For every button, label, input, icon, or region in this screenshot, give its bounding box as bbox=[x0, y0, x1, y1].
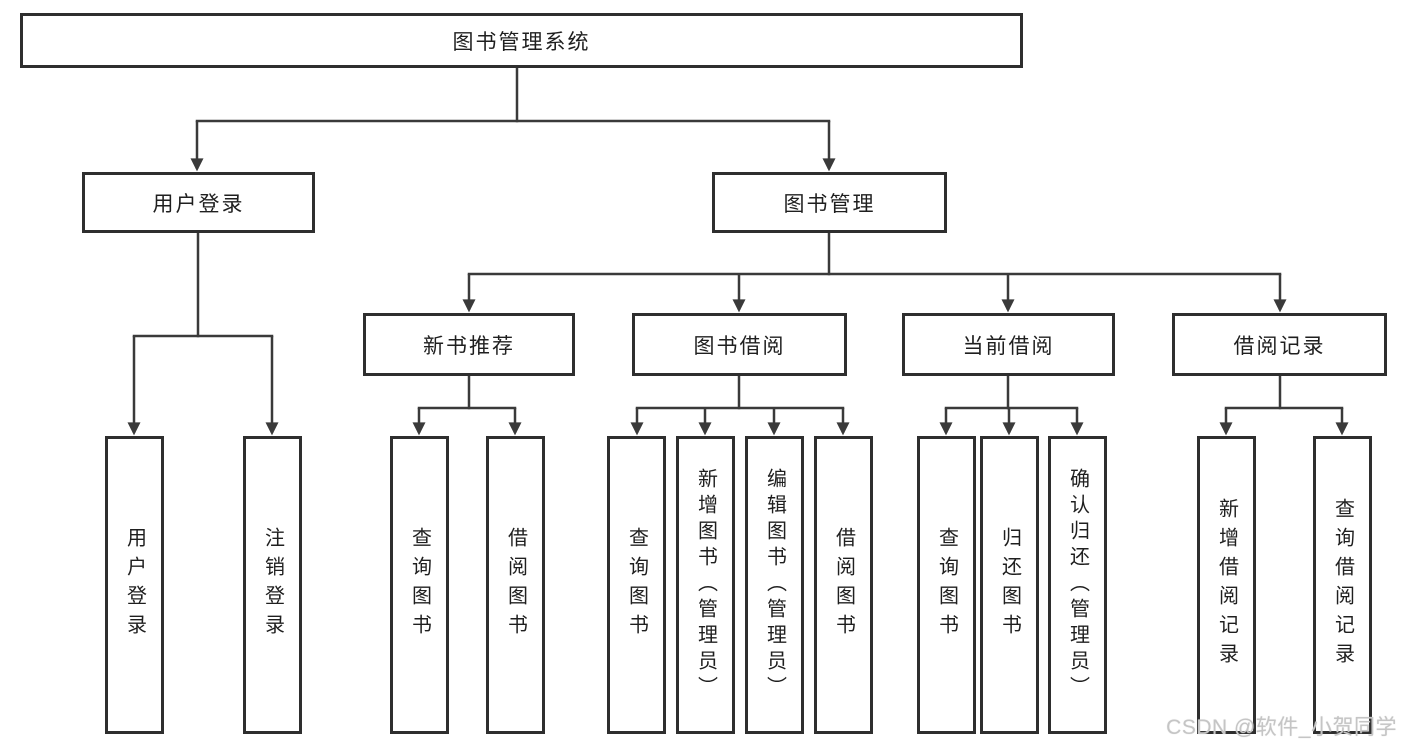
node-label: 注销登录 bbox=[261, 527, 284, 643]
node-label: 借阅图书 bbox=[504, 527, 527, 643]
node-confirm-return-admin: 确认归还（管理员） bbox=[1048, 436, 1107, 734]
node-label: 图书管理 bbox=[783, 192, 876, 216]
node-borrowing-records: 借阅记录 bbox=[1172, 313, 1387, 376]
node-label: 图书借阅 bbox=[693, 334, 786, 358]
node-book-borrowing: 图书借阅 bbox=[632, 313, 847, 376]
node-current-borrowing: 当前借阅 bbox=[902, 313, 1115, 376]
node-new-book-recommendation: 新书推荐 bbox=[363, 313, 575, 376]
node-label: 查询借阅记录 bbox=[1331, 498, 1354, 672]
node-label: 用户登录 bbox=[123, 527, 146, 643]
node-edit-books-admin: 编辑图书（管理员） bbox=[745, 436, 804, 734]
node-label: 查询图书 bbox=[625, 527, 648, 643]
node-logout: 注销登录 bbox=[243, 436, 302, 734]
node-library-management-system: 图书管理系统 bbox=[20, 13, 1023, 68]
node-label: 图书管理系统 bbox=[452, 30, 591, 54]
node-label: 确认归还（管理员） bbox=[1066, 468, 1089, 702]
node-borrow-books-recommend: 借阅图书 bbox=[486, 436, 545, 734]
node-label: 新增借阅记录 bbox=[1215, 498, 1238, 672]
node-label: 新书推荐 bbox=[423, 334, 515, 358]
node-label: 借阅图书 bbox=[832, 527, 855, 643]
node-add-books-admin: 新增图书（管理员） bbox=[676, 436, 735, 734]
node-query-books-borrowing: 查询图书 bbox=[607, 436, 666, 734]
node-return-books: 归还图书 bbox=[980, 436, 1039, 734]
node-label: 查询图书 bbox=[408, 527, 431, 643]
node-book-management-module: 图书管理 bbox=[712, 172, 947, 233]
node-label: 新增图书（管理员） bbox=[694, 468, 717, 702]
node-user-login-module: 用户登录 bbox=[82, 172, 315, 233]
node-label: 借阅记录 bbox=[1233, 334, 1326, 358]
node-label: 当前借阅 bbox=[962, 334, 1055, 358]
node-add-borrow-record: 新增借阅记录 bbox=[1197, 436, 1256, 734]
node-query-borrow-record: 查询借阅记录 bbox=[1313, 436, 1372, 734]
node-label: 查询图书 bbox=[935, 527, 958, 643]
node-label: 编辑图书（管理员） bbox=[763, 468, 786, 702]
node-borrow-books-borrowing: 借阅图书 bbox=[814, 436, 873, 734]
csdn-watermark: CSDN @软件_小贺同学 bbox=[1166, 716, 1397, 739]
node-user-login: 用户登录 bbox=[105, 436, 164, 734]
node-label: 用户登录 bbox=[152, 192, 245, 216]
node-label: 归还图书 bbox=[998, 527, 1021, 643]
node-query-books-recommend: 查询图书 bbox=[390, 436, 449, 734]
node-query-books-current: 查询图书 bbox=[917, 436, 976, 734]
